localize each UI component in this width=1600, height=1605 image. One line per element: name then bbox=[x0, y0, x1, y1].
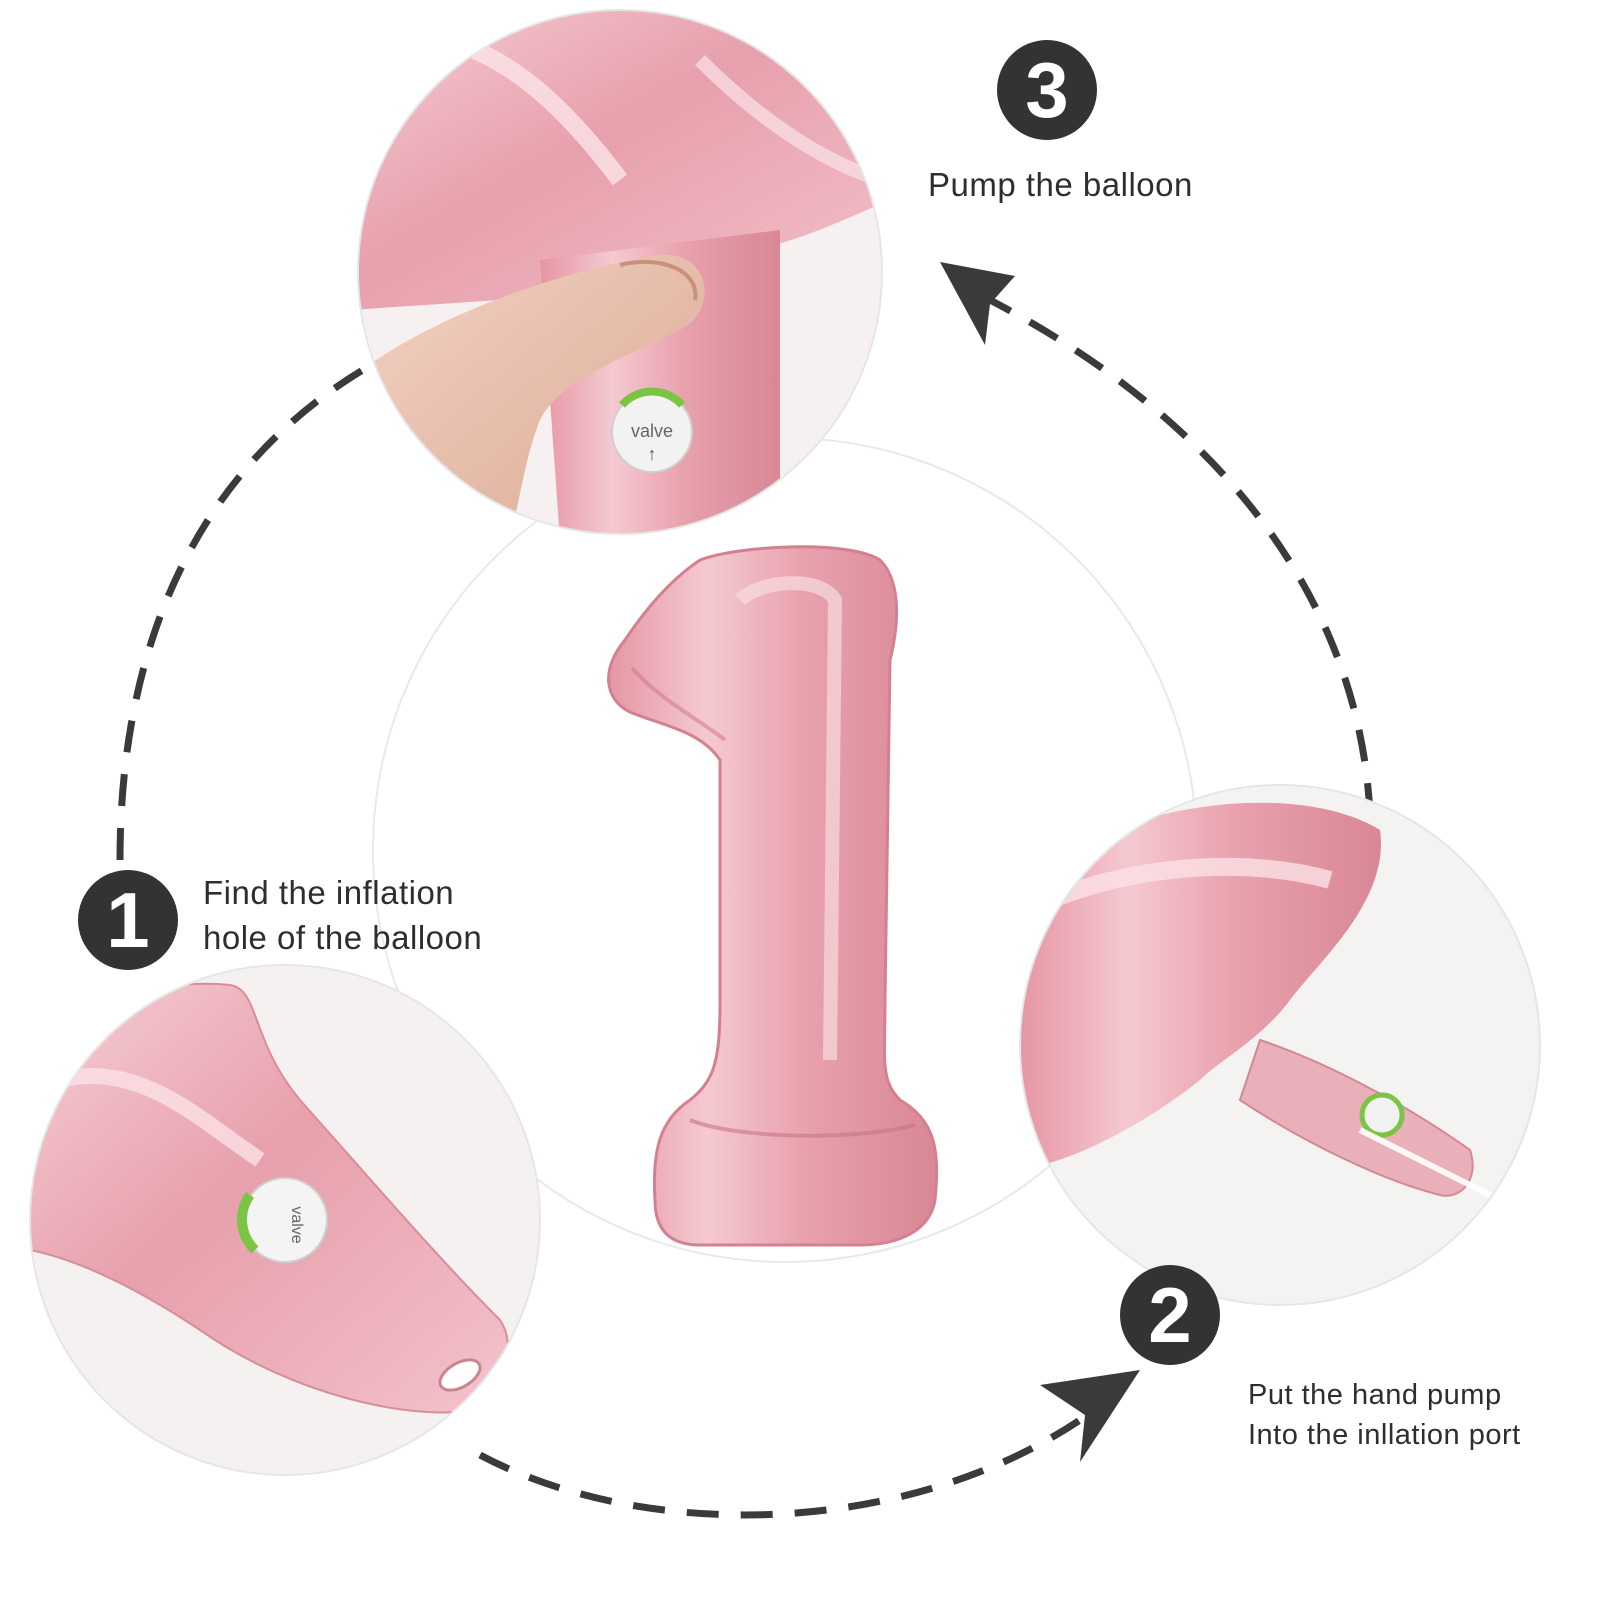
step-1-line-1: Find the inflation bbox=[203, 874, 455, 911]
step-1-line-2: hole of the balloon bbox=[203, 919, 483, 956]
photo-step-1: valve bbox=[30, 965, 540, 1475]
arrow-up-left-icon bbox=[940, 262, 1015, 345]
balloon-number-one bbox=[607, 545, 939, 1247]
photo-step-3: valve ↑ bbox=[358, 10, 882, 534]
valve-label-left: valve bbox=[288, 1206, 305, 1243]
step-3-line-1: Pump the balloon bbox=[928, 166, 1193, 203]
step-3-text: Pump the balloon bbox=[928, 162, 1193, 207]
valve-label-top: valve bbox=[631, 421, 673, 441]
step-2-badge: 2 bbox=[1120, 1265, 1220, 1365]
arrow-right-icon bbox=[1040, 1370, 1140, 1462]
step-1-text: Find the inflation hole of the balloon bbox=[203, 870, 482, 960]
dashed-path-left bbox=[116, 356, 382, 861]
photo-step-2 bbox=[1020, 785, 1540, 1305]
step-2-text: Put the hand pump Into the inllation por… bbox=[1248, 1375, 1521, 1455]
svg-text:↑: ↑ bbox=[648, 444, 657, 464]
dashed-path-right bbox=[988, 296, 1374, 816]
dashed-path-bottom bbox=[478, 1417, 1082, 1519]
step-2-line-1: Put the hand pump bbox=[1248, 1379, 1502, 1411]
step-1-badge: 1 bbox=[78, 870, 178, 970]
step-3-badge: 3 bbox=[997, 40, 1097, 140]
step-2-line-2: Into the inllation port bbox=[1248, 1419, 1521, 1451]
